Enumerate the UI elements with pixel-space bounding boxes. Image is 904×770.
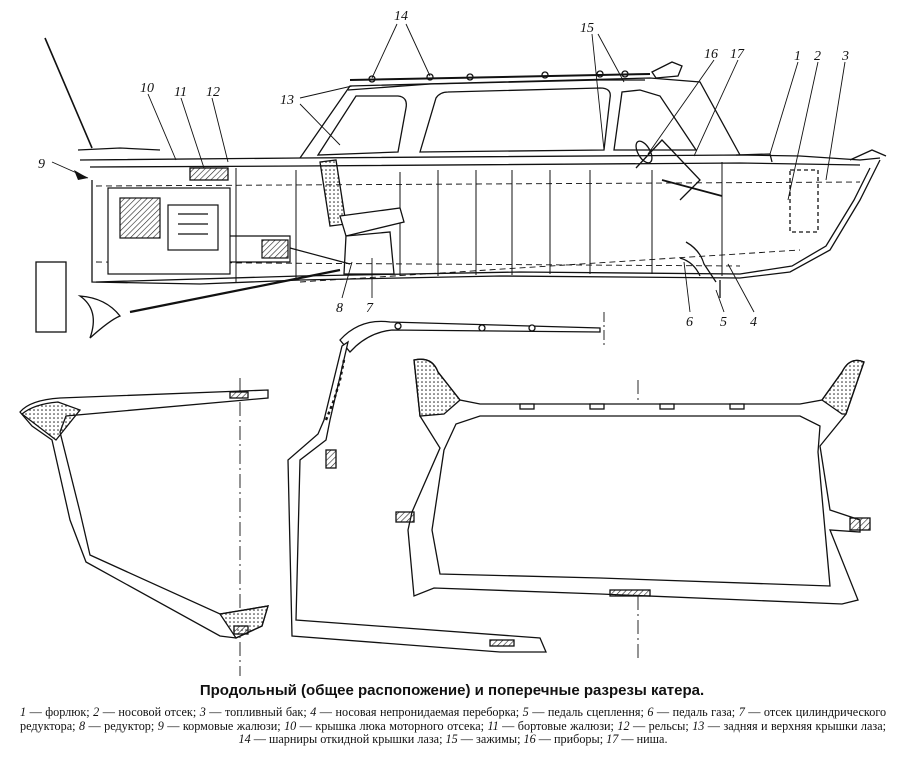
legend-item: 16 — приборы; [523, 732, 604, 746]
cross-section-stern [19, 378, 269, 676]
callout-12: 12 [206, 85, 220, 100]
callout-1: 1 [794, 49, 801, 64]
cabin-window-middle [419, 87, 611, 153]
legend-item: 11 — бортовые жалюзи; [487, 718, 614, 733]
fuel-tank [789, 169, 819, 233]
legend-item: 13 — задняя и верхняя крышки лаза; [692, 718, 887, 733]
legend-item: 3 — топливный бак; [199, 705, 307, 719]
callout-13: 13 [280, 93, 294, 108]
legend-item: 7 — отсек цилиндрического редуктора; [20, 705, 887, 733]
legend-item: 4 — носовая непронидаемая переборка; [310, 705, 520, 719]
cabin-window-rear [316, 95, 407, 156]
callout-11: 11 [174, 85, 187, 100]
callout-6: 6 [686, 315, 693, 330]
legend-item: 8 — редуктор; [78, 718, 155, 733]
callout-9: 9 [38, 157, 45, 172]
longitudinal-section [35, 23, 887, 339]
hull-bottom [91, 159, 881, 285]
cabin-window-front [613, 89, 698, 151]
side-louvers [189, 167, 229, 181]
legend-item: 2 — носовой отсек; [93, 705, 197, 719]
boat-technical-drawing: 1 2 3 4 5 6 7 8 9 10 11 12 13 14 15 16 1… [19, 9, 887, 676]
callout-5: 5 [720, 315, 727, 330]
callout-15: 15 [580, 21, 594, 36]
callout-17: 17 [730, 47, 745, 62]
callout-7: 7 [366, 301, 374, 316]
legend-item: 1 — форлюк; [20, 705, 90, 719]
cross-section-bow [395, 358, 871, 660]
cabin-outline [299, 77, 741, 159]
legend-item: 6 — педаль газа; [647, 705, 736, 719]
legend-item: 14 — шарниры откидной крышки лаза; [238, 732, 443, 746]
figure-title: Продольный (общее распопожение) и попере… [199, 682, 705, 699]
legend-item: 9 — кормовые жалюзи; [157, 718, 281, 733]
callout-4: 4 [750, 315, 757, 330]
engine [107, 187, 351, 275]
callout-10: 10 [140, 81, 154, 96]
legend-item: 17 — ниша. [606, 732, 668, 746]
cross-section-cabin [287, 312, 605, 653]
callout-14: 14 [394, 9, 408, 24]
callout-8: 8 [336, 301, 343, 316]
legend: 1 — форлюк; 2 — носовой отсек; 3 — топли… [20, 705, 887, 747]
callout-3: 3 [841, 49, 849, 64]
callout-labels: 1 2 3 4 5 6 7 8 9 10 11 12 13 14 15 16 1… [38, 9, 849, 330]
legend-item: 5 — педаль сцеплення; [522, 705, 644, 719]
legend-item: 12 — рельсы; [617, 718, 689, 733]
callout-16: 16 [704, 47, 718, 62]
callout-2: 2 [814, 49, 821, 64]
legend-item: 10 — крышка люка моторного отсека; [284, 718, 484, 733]
legend-item: 15 — зажимы; [445, 732, 521, 746]
